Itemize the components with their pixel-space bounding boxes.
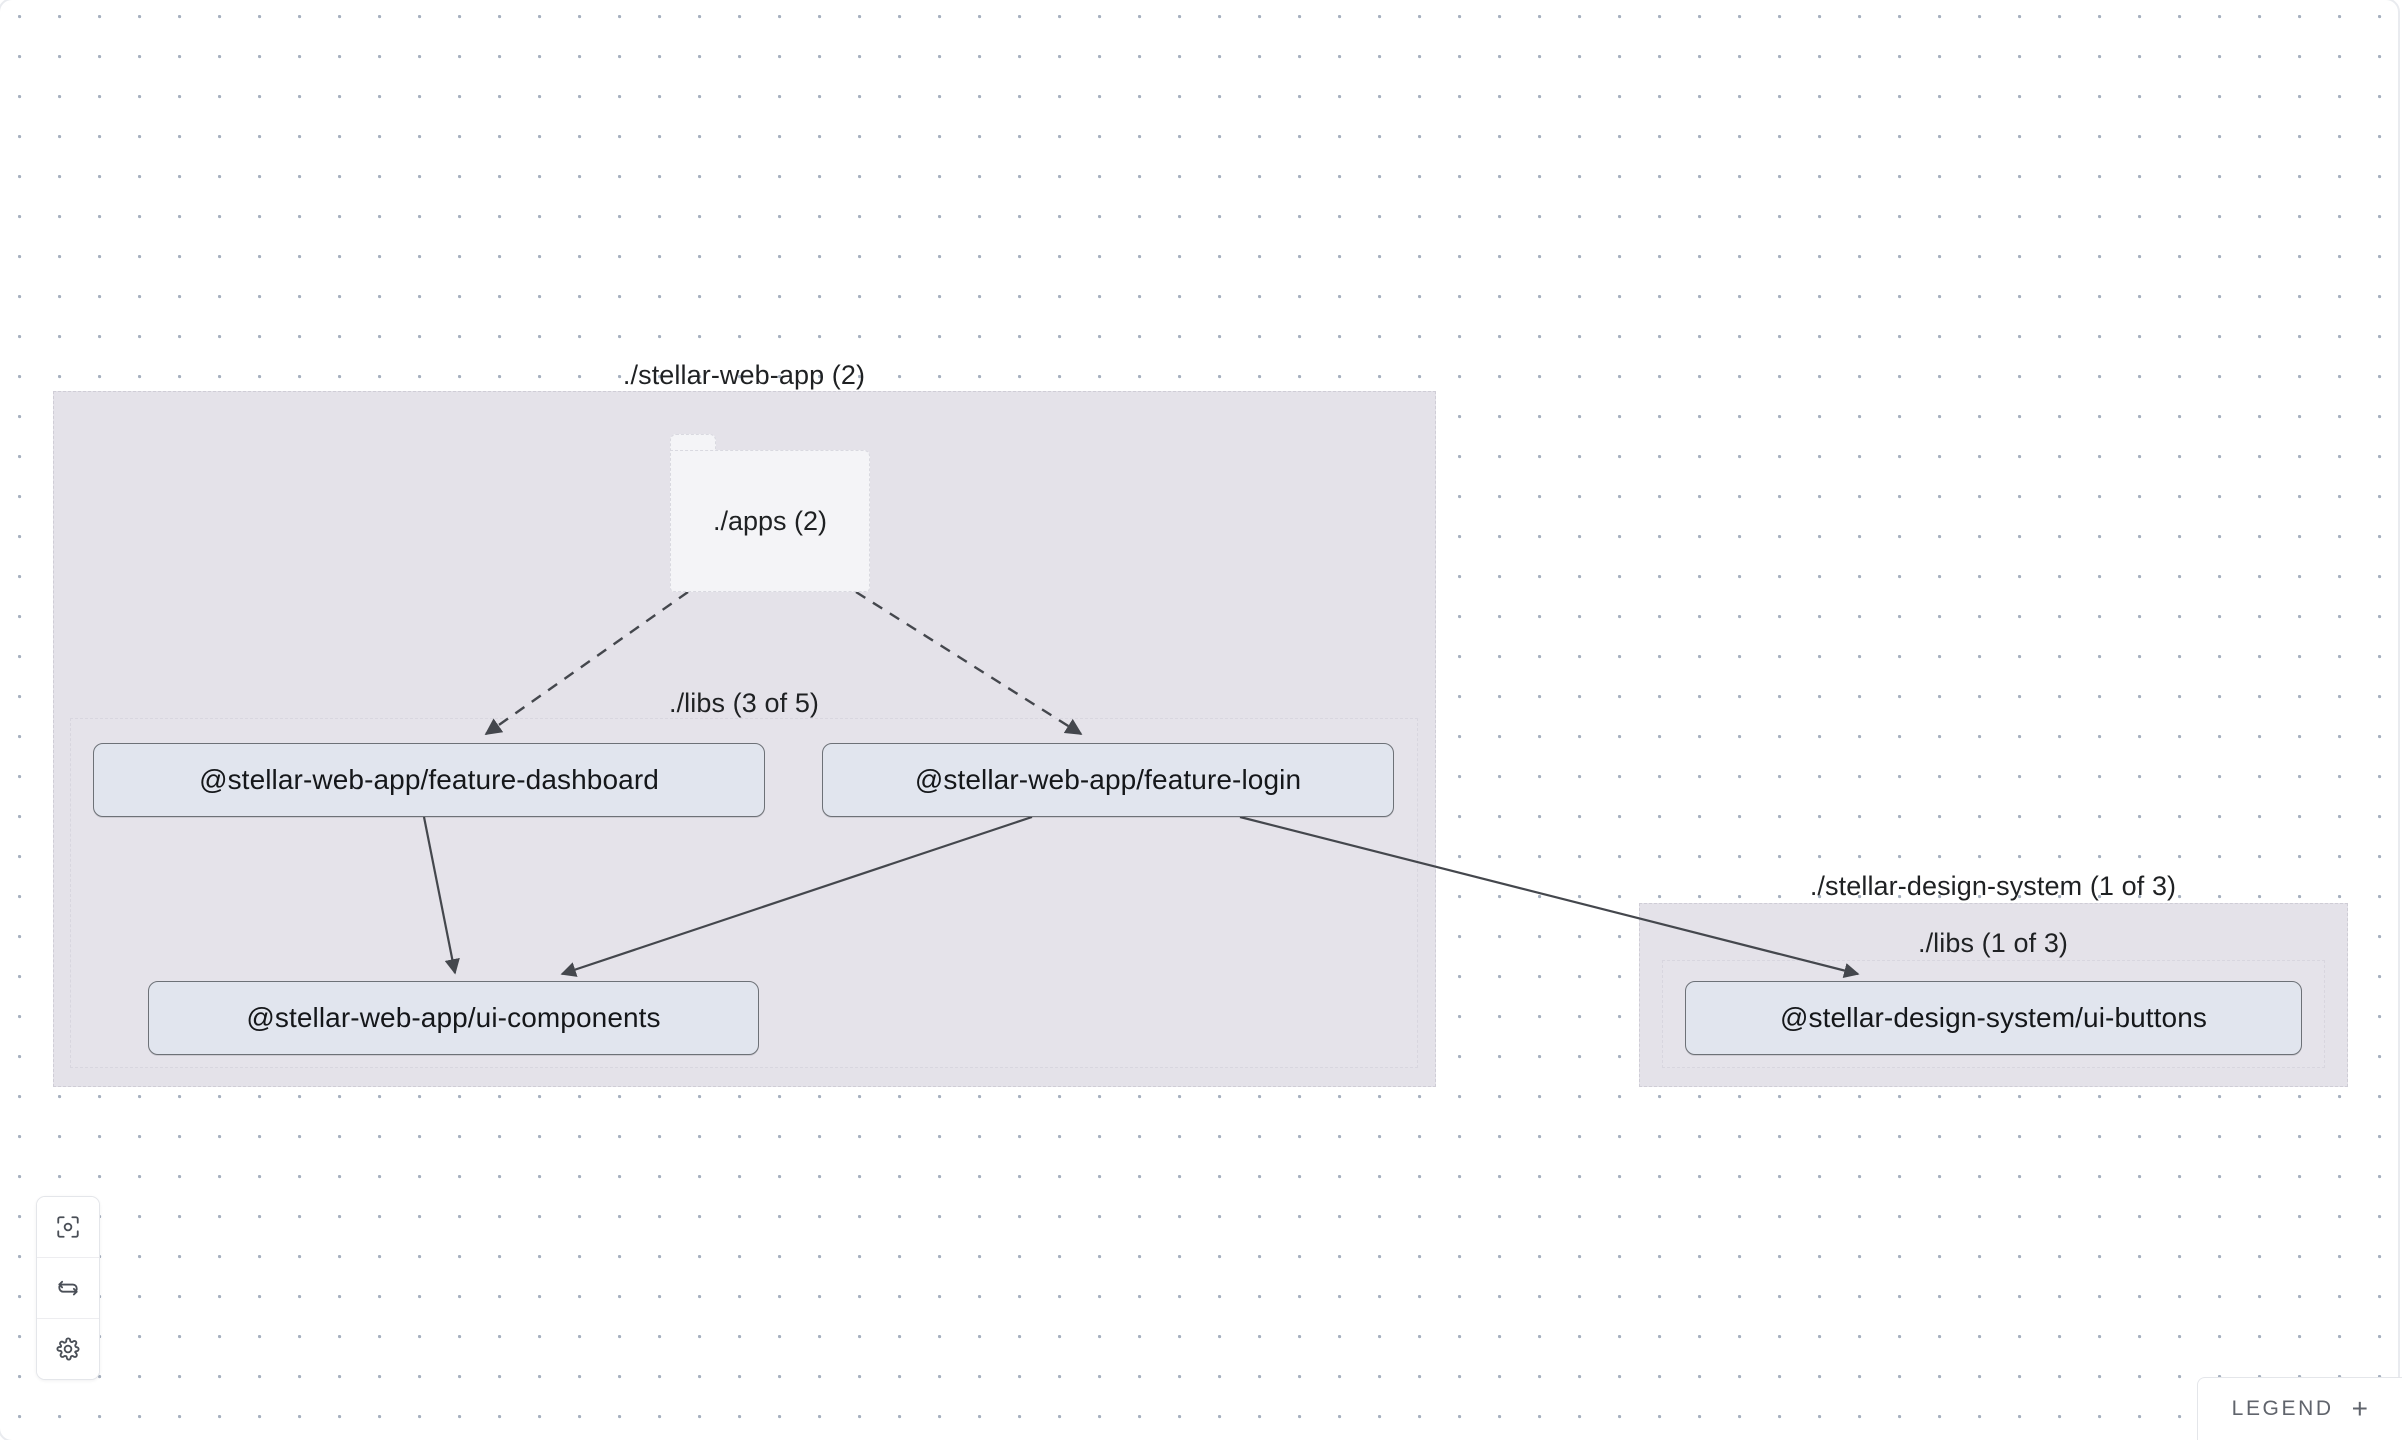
folder-node-apps[interactable]: ./apps (2) [670,434,870,592]
refresh-icon [55,1275,81,1301]
focus-icon [55,1214,81,1240]
focus-graph-button[interactable] [37,1197,99,1258]
node-ui-components[interactable]: @stellar-web-app/ui-components [148,981,759,1055]
node-label-feature-dashboard: @stellar-web-app/feature-dashboard [199,764,659,795]
node-label-ui-components: @stellar-web-app/ui-components [246,1002,661,1033]
refresh-graph-button[interactable] [37,1258,99,1319]
group-label-stellar-web-app: ./stellar-web-app (2) [622,360,866,390]
folder-tab-icon [670,434,716,453]
node-feature-login[interactable]: @stellar-web-app/feature-login [822,743,1394,817]
graph-settings-button[interactable] [37,1319,99,1379]
node-label-ui-buttons: @stellar-design-system/ui-buttons [1780,1002,2207,1033]
node-feature-dashboard[interactable]: @stellar-web-app/feature-dashboard [93,743,765,817]
group-label-stellar-web-app-libs: ./libs (3 of 5) [668,688,820,718]
legend-button[interactable]: LEGEND + [2196,1377,2402,1440]
legend-label: LEGEND [2231,1397,2334,1420]
node-label-feature-login: @stellar-web-app/feature-login [914,764,1302,795]
folder-body: ./apps (2) [670,450,870,592]
plus-icon: + [2351,1393,2368,1424]
gear-icon [55,1336,81,1362]
folder-label-apps: ./apps (2) [712,505,828,536]
group-label-stellar-design-system-libs: ./libs (1 of 3) [1917,928,2069,958]
graph-toolbar [36,1196,100,1380]
node-ui-buttons[interactable]: @stellar-design-system/ui-buttons [1685,981,2302,1055]
group-label-stellar-design-system: ./stellar-design-system (1 of 3) [1809,871,2177,901]
